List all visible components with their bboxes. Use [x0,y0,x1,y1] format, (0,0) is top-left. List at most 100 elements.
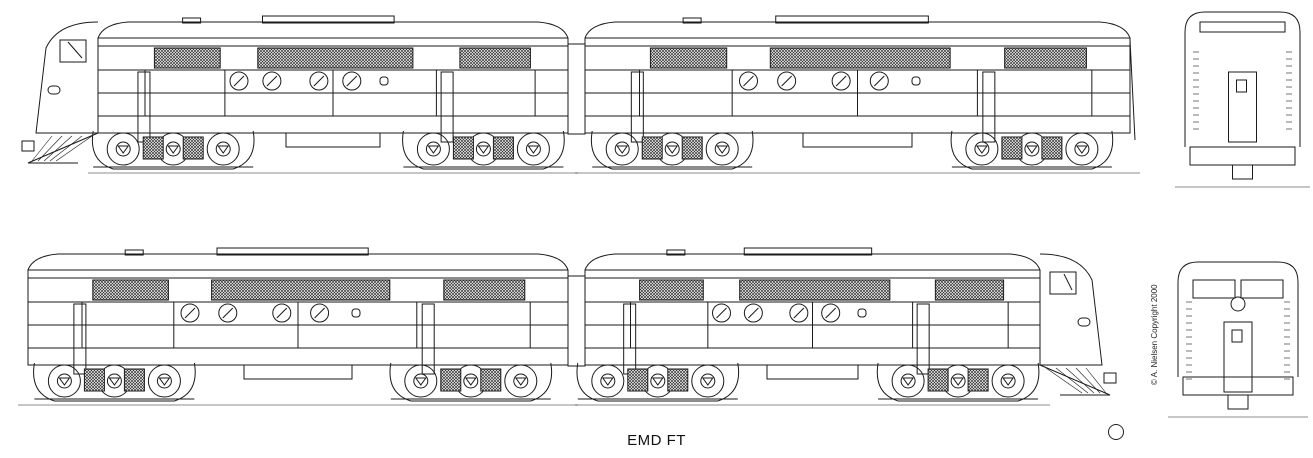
wheel [416,132,450,166]
artist-logo [1108,424,1124,440]
b-unit-body [18,247,578,406]
wheel-center [601,377,614,386]
wheel-center [464,377,477,386]
nose-profile [1039,253,1103,366]
wheel [147,364,181,398]
journal-box [182,136,204,160]
gauge-dial [272,303,292,323]
gauge-dial [831,71,851,91]
wheel-hub [700,373,716,389]
journal-box [641,136,663,160]
wheel-hub [156,373,172,389]
wheel-center [427,145,440,154]
truck-frame [576,362,740,402]
wheel-center [158,377,171,386]
access-door [73,303,87,375]
end-coupler [1227,394,1249,410]
journal-box [681,136,703,160]
truck [402,130,565,170]
truck-frame [91,130,255,170]
roof-line [27,253,569,271]
wheel-hub [650,373,666,389]
access-door [982,71,996,143]
wheel-center [217,145,230,154]
gauge-dial [180,303,200,323]
coupler [1103,372,1117,384]
wheel-center [117,145,130,154]
gauge-dial [310,303,330,323]
rear-end [1175,11,1310,188]
wheel-center [167,145,180,154]
access-door [421,303,435,375]
b-unit-body [575,15,1140,174]
porthole [857,308,867,318]
roof-cap [1199,21,1286,33]
wheel [106,132,140,166]
access-door [137,71,151,143]
truck-frame [33,362,196,402]
gauge-dial [789,303,809,323]
grille [934,279,1005,301]
fuel-tank [243,364,353,380]
gauge-needle [222,307,234,319]
wheel [206,132,240,166]
access-door [440,71,454,143]
pilot-bar [37,135,63,162]
unit-end-line [1129,39,1136,141]
gauge-needle [346,75,358,87]
pilot-bar [1065,367,1095,394]
gauge-dial [869,71,889,91]
roof-line [584,253,1041,271]
grille [639,279,704,301]
journal-box [627,368,649,392]
wheel-hub [215,141,231,157]
pilot-bar [49,135,83,162]
gauge-dial [743,303,763,323]
fuel-tank [766,364,859,380]
wheel-center [1075,145,1088,154]
grille [459,47,531,69]
diaphragm [567,275,586,367]
wheel-hub [513,373,529,389]
truck [33,362,196,402]
end-coupler [1232,164,1253,180]
wheel-center [952,377,965,386]
journal-box [123,368,145,392]
front-end [1168,261,1308,418]
truck-frame [950,130,1114,170]
gauge-needle [825,307,837,319]
wheel-hub [950,373,966,389]
wheel-center [651,377,664,386]
truck [950,130,1114,170]
roof-vent [182,17,202,24]
gauge-needle [313,75,325,87]
journal-box [83,368,105,392]
pilot-bar [1055,367,1089,394]
gauge-needle [233,75,245,87]
gauge-dial [712,303,731,323]
wheel-center [1002,377,1015,386]
journal-box [440,368,462,392]
roof-fan-housing [262,15,395,24]
grille [649,47,728,69]
wheel-hub [525,141,541,157]
gauge-needle [314,307,325,319]
wheel [504,364,538,398]
windshield-left [1192,279,1236,299]
roof-line [97,21,569,39]
end-view-a-unit-front [1168,261,1308,418]
fuel-tank [802,132,913,148]
window-frame [67,41,83,59]
wheel-hub [463,373,479,389]
gauge-dial [309,71,329,91]
pilot-bar [31,135,53,162]
roof-fan-housing [775,15,929,24]
gauge-dial [821,303,841,323]
roof-vent [666,249,686,256]
journal-box [967,368,989,392]
access-door [916,303,930,375]
wheel [404,364,438,398]
roof-line [584,21,1131,39]
wheel-hub [425,141,441,157]
